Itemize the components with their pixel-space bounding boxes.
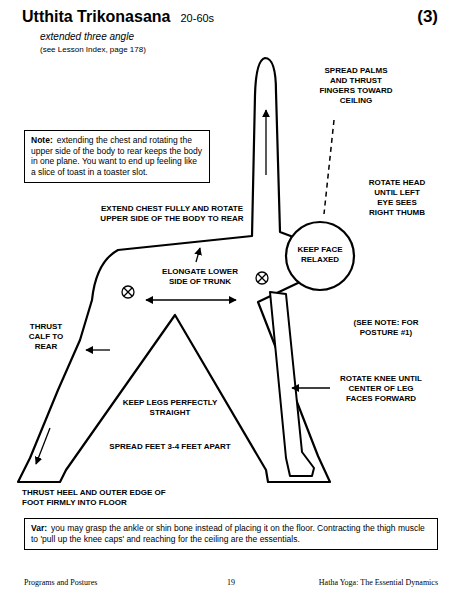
instruction-callout: KEEP FACE RELAXED	[292, 245, 348, 265]
note-box: Note:extending the chest and rotating th…	[24, 130, 210, 183]
arm-arrow	[265, 110, 266, 175]
shoulder-mark	[256, 272, 268, 284]
head-outline	[286, 222, 354, 290]
footer-text: Hatha Yoga: The Essential Dynamics	[262, 578, 438, 588]
instruction-callout: ROTATE HEAD UNTIL LEFT EYE SEES RIGHT TH…	[366, 178, 428, 218]
instruction-callout: THRUST CALF TO REAR	[24, 322, 68, 352]
dimension-label: SPREAD FEET 3-4 FEET APART	[105, 442, 235, 452]
variation-box: Var:you may grasp the ankle or shin bone…	[24, 518, 438, 550]
posture-number: (3)	[390, 7, 438, 27]
posture-title: Utthita Trikonasana	[22, 8, 170, 26]
instruction-callout: SPREAD PALMS AND THRUST FINGERS TOWARD C…	[318, 66, 394, 106]
reference-note: (see Lesson Index, page 178)	[40, 45, 240, 55]
box-heading: Var:	[31, 523, 47, 533]
instruction-callout: THRUST HEEL AND OUTER EDGE OF FOOT FIRML…	[22, 488, 172, 508]
hip-mark	[122, 286, 134, 298]
instruction-callout: ELONGATE LOWER SIDE OF TRUNK	[160, 267, 240, 287]
box-body: you may grasp the ankle or shin bone ins…	[31, 523, 425, 544]
subtitle: extended three angle	[40, 31, 240, 43]
heel-arrow	[36, 428, 50, 464]
trunk-arrow	[146, 299, 236, 300]
duration-note: 20-60s	[180, 12, 214, 24]
footer-text: Programs and Postures	[24, 578, 174, 588]
chest-arrow	[196, 248, 200, 262]
lower-arm	[270, 292, 314, 476]
knee-arrow	[292, 387, 330, 388]
cross-reference: (SEE NOTE: FOR POSTURE #1)	[350, 318, 422, 338]
box-heading: Note:	[31, 135, 53, 145]
header-row: Utthita Trikonasana 20-60s	[22, 8, 214, 26]
instruction-callout: ROTATE KNEE UNTIL CENTER OF LEG FACES FO…	[336, 374, 426, 404]
page-number: 19	[216, 578, 246, 588]
instruction-callout: EXTEND CHEST FULLY AND ROTATE UPPER SIDE…	[96, 204, 248, 224]
box-body: extending the chest and rotating the upp…	[31, 135, 202, 177]
gaze-line	[324, 120, 334, 214]
body-outline	[18, 58, 330, 482]
instruction-callout: KEEP LEGS PERFECTLY STRAIGHT	[118, 398, 222, 418]
calf-arrow	[86, 349, 110, 350]
